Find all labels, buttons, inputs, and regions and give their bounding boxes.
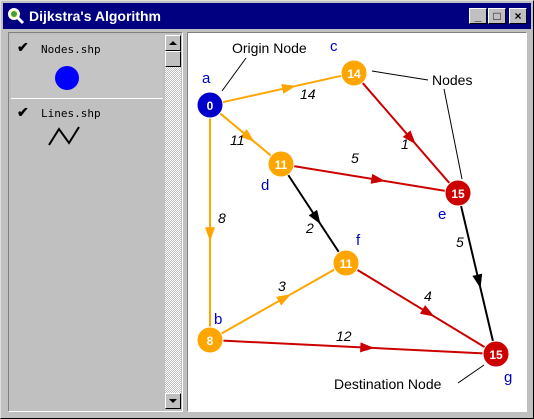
- edge-b-f: [220, 268, 336, 335]
- edge-f-g: [356, 268, 486, 349]
- arrow-down-icon: [169, 399, 177, 403]
- edge-weight-label: 11: [230, 132, 245, 148]
- edge-arrow-icon: [276, 294, 291, 306]
- edge-arrow-icon: [419, 305, 435, 317]
- edge-b-g: [222, 339, 484, 355]
- visibility-checkbox[interactable]: ✔: [17, 104, 29, 120]
- origin-node-annotation: Origin Node: [232, 40, 307, 56]
- edge-arrow-icon: [370, 173, 386, 184]
- edge-weight-label: 5: [351, 150, 359, 166]
- table-of-contents: ✔ Nodes.shp ✔ Lines.shp: [8, 32, 183, 412]
- visibility-checkbox[interactable]: ✔: [17, 39, 29, 55]
- node-id-label: e: [438, 206, 446, 223]
- edge-weight-label: 2: [305, 220, 314, 236]
- edge-arrow-icon: [281, 84, 297, 94]
- scroll-thumb[interactable]: [165, 51, 181, 67]
- node-id-label: f: [356, 232, 361, 249]
- edge-c-e: [361, 82, 451, 184]
- node-g[interactable]: [482, 340, 510, 368]
- edge-arrow-icon: [472, 273, 483, 289]
- minimize-button[interactable]: _: [469, 8, 487, 24]
- arrow-up-icon: [169, 41, 177, 45]
- toc-scrollbar[interactable]: [165, 35, 181, 409]
- edge-arrow-icon: [205, 227, 215, 242]
- node-value: 11: [275, 158, 288, 172]
- node-value: 0: [207, 99, 214, 113]
- node-d[interactable]: [267, 150, 295, 178]
- node-value: 15: [489, 348, 503, 362]
- node-c[interactable]: [340, 59, 368, 87]
- edge-e-g: [460, 205, 494, 342]
- nodes-annotation: Nodes: [432, 72, 472, 88]
- leader-line: [457, 364, 485, 384]
- edge-arrow-icon: [240, 129, 255, 142]
- layer-item-nodes[interactable]: ✔ Nodes.shp: [11, 35, 163, 99]
- scroll-up-button[interactable]: [165, 35, 181, 51]
- destination-node-annotation: Destination Node: [334, 376, 442, 392]
- node-id-label: g: [504, 369, 512, 386]
- edge-weight-label: 5: [456, 234, 464, 250]
- edge-weight-label: 14: [300, 86, 316, 102]
- edge-weight-label: 8: [218, 210, 226, 226]
- node-id-label: b: [214, 311, 222, 328]
- node-b[interactable]: [196, 326, 224, 354]
- magnifier-icon: [8, 8, 25, 25]
- point-symbol-icon: [55, 66, 79, 90]
- layer-name: Lines.shp: [41, 107, 101, 120]
- node-value: 11: [340, 257, 353, 271]
- leader-line: [371, 70, 429, 81]
- edge-weight-label: 4: [424, 288, 432, 304]
- edge-d-e: [293, 165, 446, 192]
- node-id-label: d: [261, 177, 269, 194]
- node-id-label: a: [202, 70, 211, 87]
- close-button[interactable]: ×: [509, 8, 527, 24]
- layer-name: Nodes.shp: [41, 43, 101, 56]
- leader-line: [221, 57, 247, 92]
- edge-a-c: [222, 74, 342, 104]
- maximize-button[interactable]: □: [488, 8, 506, 24]
- edge-weight-label: 12: [336, 328, 352, 344]
- edge-weight-label: 1: [401, 136, 409, 152]
- line-symbol-icon: [48, 126, 80, 146]
- edge-arrow-icon: [308, 209, 321, 225]
- scroll-down-button[interactable]: [165, 393, 181, 409]
- layer-item-lines[interactable]: ✔ Lines.shp: [11, 99, 163, 169]
- window-title: Dijkstra's Algorithm: [29, 8, 161, 24]
- node-value: 15: [451, 187, 465, 201]
- node-a[interactable]: [196, 91, 224, 119]
- node-value: 8: [207, 334, 214, 348]
- edge-weight-label: 3: [278, 278, 286, 294]
- node-value: 14: [347, 67, 361, 81]
- node-e[interactable]: [444, 179, 472, 207]
- edge-arrow-icon: [360, 342, 375, 353]
- edge-arrow-icon: [402, 130, 416, 145]
- leader-line: [443, 88, 463, 180]
- node-id-label: c: [330, 38, 338, 55]
- node-f[interactable]: [332, 249, 360, 277]
- title-bar[interactable]: Dijkstra's Algorithm _ □ ×: [3, 3, 531, 29]
